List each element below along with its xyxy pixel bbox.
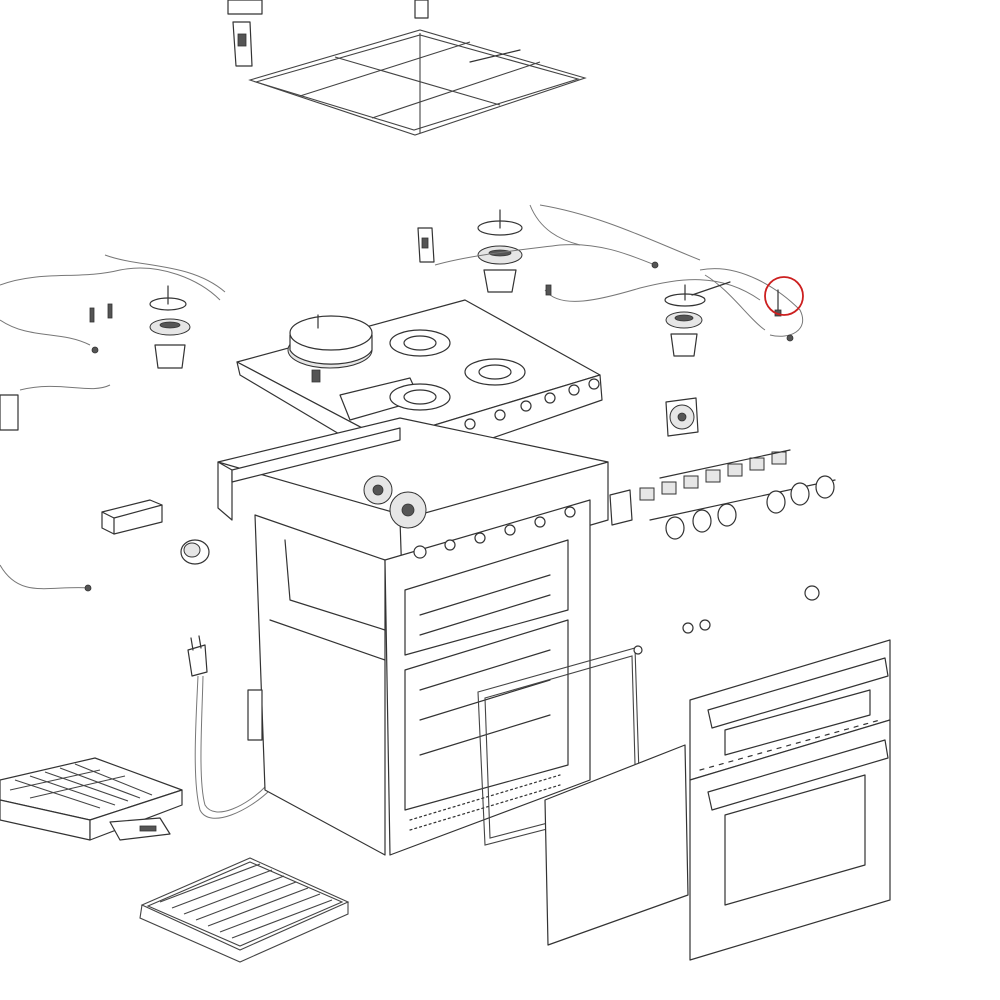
control-knobs[interactable]: [665, 475, 835, 540]
oven-shelf[interactable]: [139, 857, 350, 963]
burner-assembly-right[interactable]: [664, 284, 706, 357]
thermocouple-wiring-left: [0, 254, 226, 592]
burner-caps: [389, 329, 526, 411]
hinge-brackets: [227, 0, 429, 67]
burner-assembly-centre[interactable]: [417, 209, 523, 293]
terminal-block[interactable]: [101, 499, 163, 535]
inner-glass-panel[interactable]: [544, 744, 689, 946]
pan-support-grid[interactable]: [248, 29, 587, 136]
cabinet-body[interactable]: [217, 417, 609, 856]
power-cord[interactable]: [187, 635, 271, 819]
highlight-circle: [764, 276, 804, 316]
control-panel: [413, 506, 576, 559]
wok-burner[interactable]: [287, 314, 373, 383]
burner-assembly-left[interactable]: [149, 285, 191, 369]
cooling-fan[interactable]: [665, 397, 699, 437]
grill-pan[interactable]: [0, 757, 183, 841]
internal-fans: [363, 475, 427, 529]
upper-door[interactable]: [689, 639, 891, 781]
small-fittings: [682, 585, 820, 634]
oven-lamp[interactable]: [180, 539, 210, 565]
oven-cavity: [404, 539, 569, 811]
burner-thermocouple-right[interactable]: [764, 276, 804, 317]
lower-door[interactable]: [689, 719, 891, 961]
thermocouple-wiring: [434, 204, 804, 342]
